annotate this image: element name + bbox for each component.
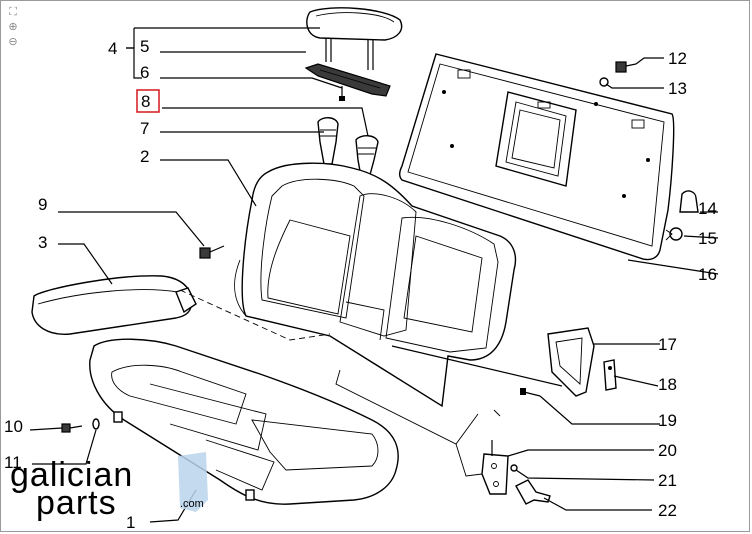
callout-2: 2	[140, 147, 149, 166]
fit-page-icon[interactable]: ⛶	[9, 6, 17, 18]
callout-8: 8	[141, 92, 150, 111]
callout-labels: 4 5 6 7 2 9 3 10 11 1 12 13 14 15 16 17 …	[4, 37, 717, 532]
callout-4: 4	[108, 39, 117, 58]
assembly-lines	[179, 259, 501, 477]
screw-part-12[interactable]	[615, 61, 637, 73]
back-panel[interactable]	[399, 53, 675, 261]
screw-part-10[interactable]	[61, 423, 83, 433]
clip[interactable]	[603, 359, 617, 391]
callout-10: 10	[4, 417, 23, 436]
callout-8-highlight[interactable]: 8	[136, 89, 160, 113]
callout-21: 21	[658, 471, 677, 490]
screw-part-9[interactable]	[199, 245, 225, 259]
callout-16: 16	[698, 265, 717, 284]
zoom-toolbar: ⛶ ⊕ ⊖	[6, 6, 22, 51]
headrest[interactable]	[306, 7, 403, 70]
callout-6: 6	[140, 63, 149, 82]
callout-12: 12	[668, 49, 687, 68]
armrest-cushion[interactable]	[31, 275, 197, 335]
watermark-line1: galician	[10, 456, 133, 494]
bolt[interactable]	[515, 479, 551, 505]
watermark-logo: galician parts .com	[10, 452, 208, 522]
seat-back[interactable]	[241, 162, 517, 408]
cap-part-14[interactable]	[679, 190, 699, 213]
headrest-bracket[interactable]	[304, 63, 391, 97]
zoom-out-icon[interactable]: ⊖	[8, 36, 18, 48]
callout-13: 13	[668, 79, 687, 98]
watermark-suffix: .com	[180, 498, 204, 510]
washer-part-11[interactable]	[92, 418, 100, 430]
zoom-in-icon[interactable]: ⊕	[8, 21, 18, 33]
watermark-line2: parts	[36, 484, 117, 522]
callout-3: 3	[38, 233, 47, 252]
leader-lines	[29, 27, 719, 523]
hook-bracket[interactable]	[547, 327, 595, 397]
seat-cushion[interactable]	[89, 338, 399, 505]
callout-17: 17	[658, 335, 677, 354]
screw-part-8[interactable]	[339, 86, 345, 101]
callout-9: 9	[38, 195, 47, 214]
callout-15: 15	[698, 229, 717, 248]
callout-20: 20	[658, 441, 677, 460]
callout-5: 5	[140, 37, 149, 56]
pin[interactable]	[510, 464, 518, 472]
screw-part-19[interactable]	[520, 388, 541, 397]
callout-14: 14	[698, 199, 717, 218]
callout-1: 1	[126, 513, 135, 532]
hinge-plate[interactable]	[481, 440, 509, 495]
callout-19: 19	[658, 411, 677, 430]
callout-22: 22	[658, 501, 677, 520]
callout-11: 11	[4, 453, 22, 472]
callout-18: 18	[658, 375, 677, 394]
callout-7: 7	[140, 119, 149, 138]
grommet-part-15[interactable]	[665, 227, 683, 241]
